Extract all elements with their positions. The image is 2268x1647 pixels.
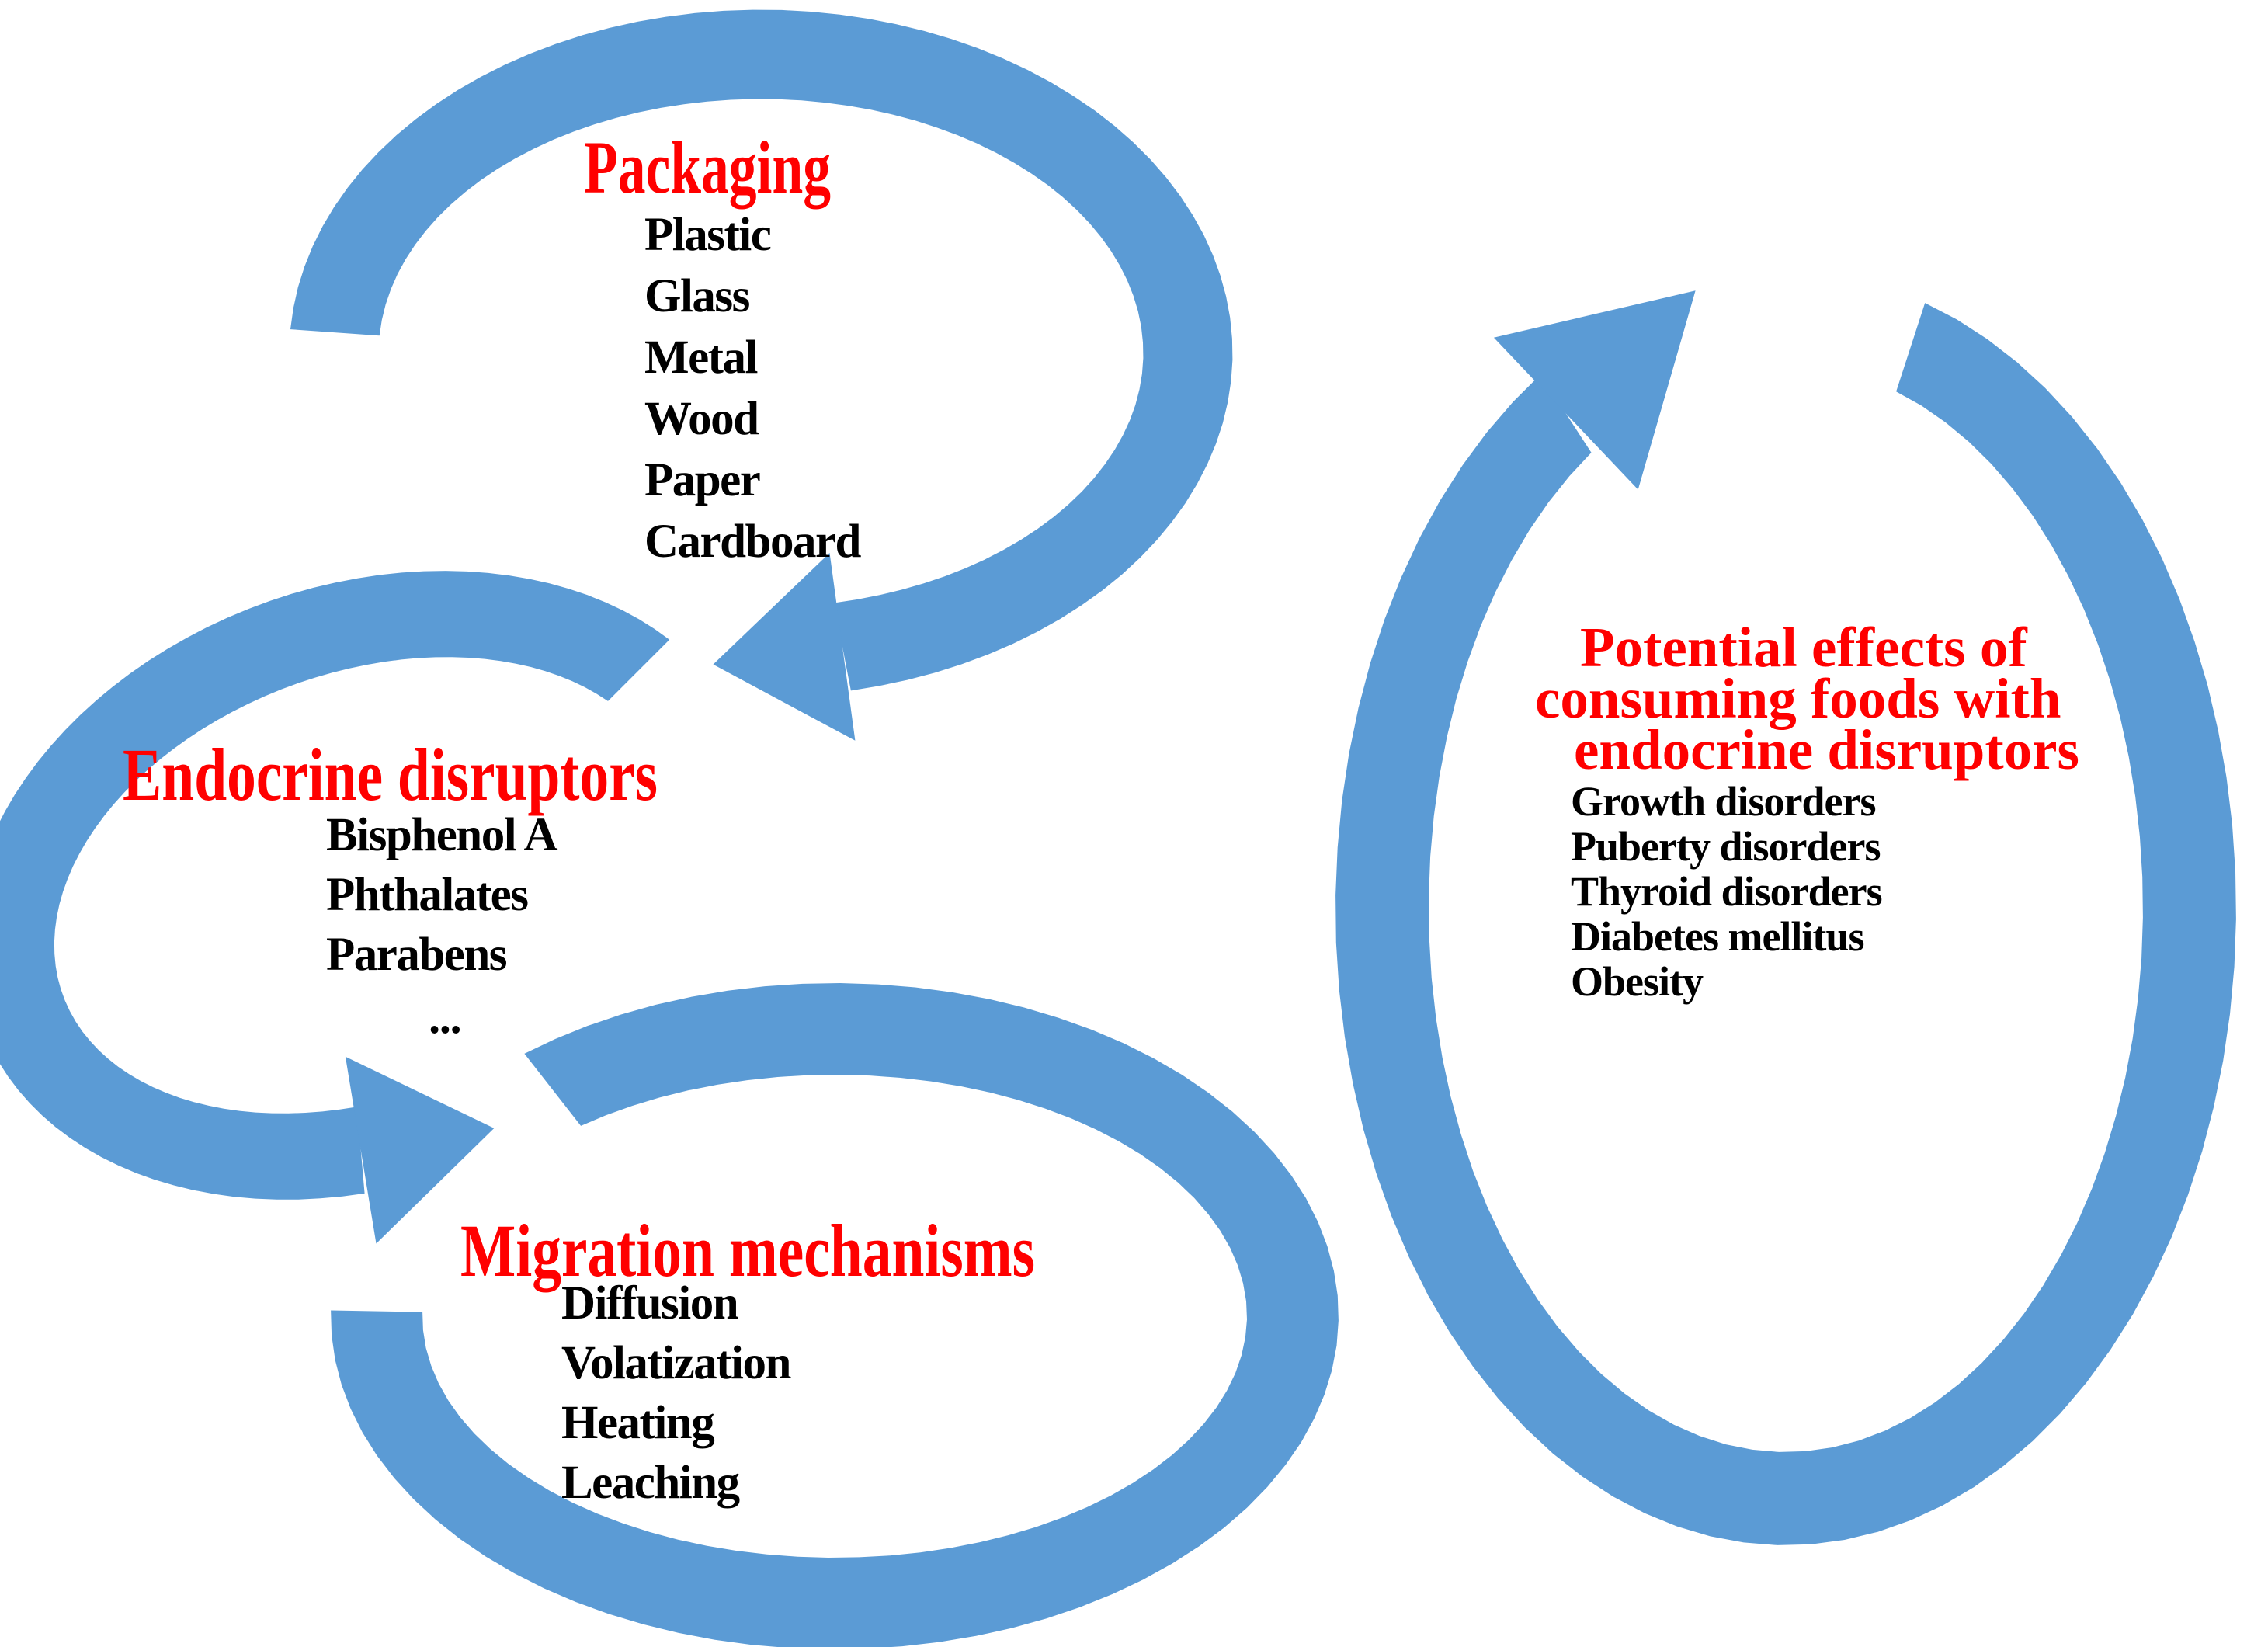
packaging-item: Glass	[644, 270, 750, 322]
effects-item: Obesity	[1571, 958, 1704, 1005]
packaging-item: Plastic	[644, 209, 771, 261]
migration-item: Diffusion	[561, 1277, 738, 1329]
packaging-item: Paper	[644, 454, 760, 506]
packaging-arrowhead-icon	[713, 553, 856, 741]
migration-mechanisms-cycle: Migration mechanisms Diffusion Volatizat…	[331, 983, 1339, 1647]
effects-item: Growth disorders	[1571, 778, 1876, 825]
endocrine-disruptors-title: Endocrine disruptors	[123, 733, 658, 816]
potential-effects-title-line: Potential effects of	[1580, 616, 2028, 679]
endocrine-disruptors-cycle: Endocrine disruptors Bisphenol A Phthala…	[0, 571, 670, 1244]
potential-effects-title-line: endocrine disruptors	[1574, 718, 2079, 781]
effects-item: Thyroid disorders	[1571, 868, 1882, 915]
packaging-item: Metal	[644, 332, 757, 384]
effects-item: Puberty disorders	[1571, 823, 1880, 870]
endocrine-item-ellipsis: ...	[429, 992, 460, 1044]
endocrine-arrowhead-icon	[345, 1056, 495, 1244]
potential-effects-title-line: consuming foods with	[1535, 667, 2061, 730]
potential-effects-cycle: Potential effects of consuming foods wit…	[1335, 290, 2236, 1545]
effects-arrowhead-icon	[1493, 290, 1696, 490]
packaging-cycle: Packaging Plastic Glass Metal Wood Paper…	[290, 9, 1233, 741]
packaging-title: Packaging	[584, 126, 831, 209]
effects-item: Diabetes mellitus	[1571, 913, 1863, 960]
packaging-item: Wood	[644, 393, 759, 445]
endocrine-item: Bisphenol A	[326, 809, 558, 861]
endocrine-item: Phthalates	[326, 869, 528, 921]
migration-item: Volatization	[561, 1337, 790, 1389]
migration-mechanisms-title: Migration mechanisms	[460, 1209, 1035, 1292]
endocrine-cycle-arrow-icon	[0, 571, 670, 1200]
migration-item: Leaching	[561, 1457, 740, 1509]
migration-ring-arc-icon	[331, 983, 1339, 1647]
migration-item: Heating	[561, 1397, 714, 1449]
packaging-item: Cardboard	[644, 516, 862, 568]
endocrine-item: Parabens	[326, 929, 507, 981]
